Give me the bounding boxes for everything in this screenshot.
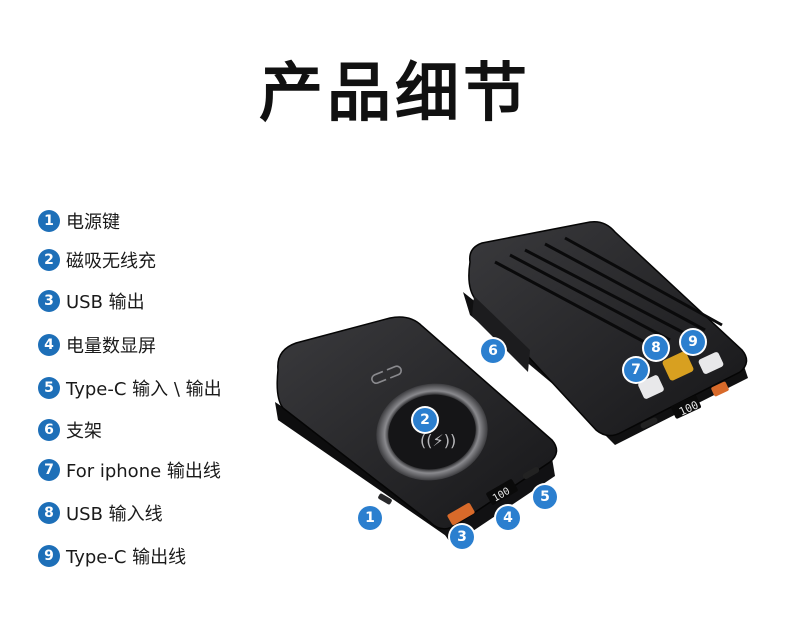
feature-number: 3: [38, 290, 60, 312]
feature-label: Type-C 输入 \ 输出: [66, 379, 222, 400]
feature-number: 5: [38, 377, 60, 399]
feature-label: 电量数显屏: [66, 336, 156, 357]
feature-label: 支架: [66, 421, 102, 442]
feature-item-type-c-io: 5 Type-C 输入 \ 输出: [38, 375, 222, 401]
feature-number: 6: [38, 419, 60, 441]
feature-item-power-button: 1 电源键: [38, 208, 120, 234]
feature-item-display: 4 电量数显屏: [38, 332, 156, 358]
feature-number: 2: [38, 249, 60, 271]
feature-label: For iphone 输出线: [66, 461, 221, 482]
feature-item-stand: 6 支架: [38, 417, 102, 443]
feature-number: 1: [38, 210, 60, 232]
feature-item-iphone-cable: 7 For iphone 输出线: [38, 457, 221, 483]
feature-item-usb-output: 3 USB 输出: [38, 288, 145, 314]
feature-number: 4: [38, 334, 60, 356]
marker-stand: 6: [481, 339, 505, 363]
feature-item-usb-input-cable: 8 USB 输入线: [38, 500, 163, 526]
feature-label: USB 输入线: [66, 504, 163, 525]
feature-number: 8: [38, 502, 60, 524]
feature-number: 7: [38, 459, 60, 481]
marker-usb-output: 3: [450, 525, 474, 549]
marker-type-c-cable: 9: [681, 330, 705, 354]
page-title: 产品细节: [259, 57, 531, 131]
marker-wireless-charging: 2: [413, 408, 437, 432]
marker-power-button: 1: [358, 506, 382, 530]
feature-label: USB 输出: [66, 292, 145, 313]
feature-item-wireless-charging: 2 磁吸无线充: [38, 247, 156, 273]
marker-type-c-io: 5: [533, 485, 557, 509]
marker-usb-input-cable: 8: [644, 336, 668, 360]
feature-label: Type-C 输出线: [66, 547, 187, 568]
feature-item-type-c-cable: 9 Type-C 输出线: [38, 543, 186, 569]
back-device: 100: [463, 220, 748, 445]
marker-display: 4: [496, 506, 520, 530]
feature-label: 磁吸无线充: [66, 251, 156, 272]
marker-iphone-cable: 7: [624, 358, 648, 382]
feature-number: 9: [38, 545, 60, 567]
feature-label: 电源键: [66, 212, 120, 233]
wireless-charging-icon: ((⚡)): [420, 431, 456, 450]
